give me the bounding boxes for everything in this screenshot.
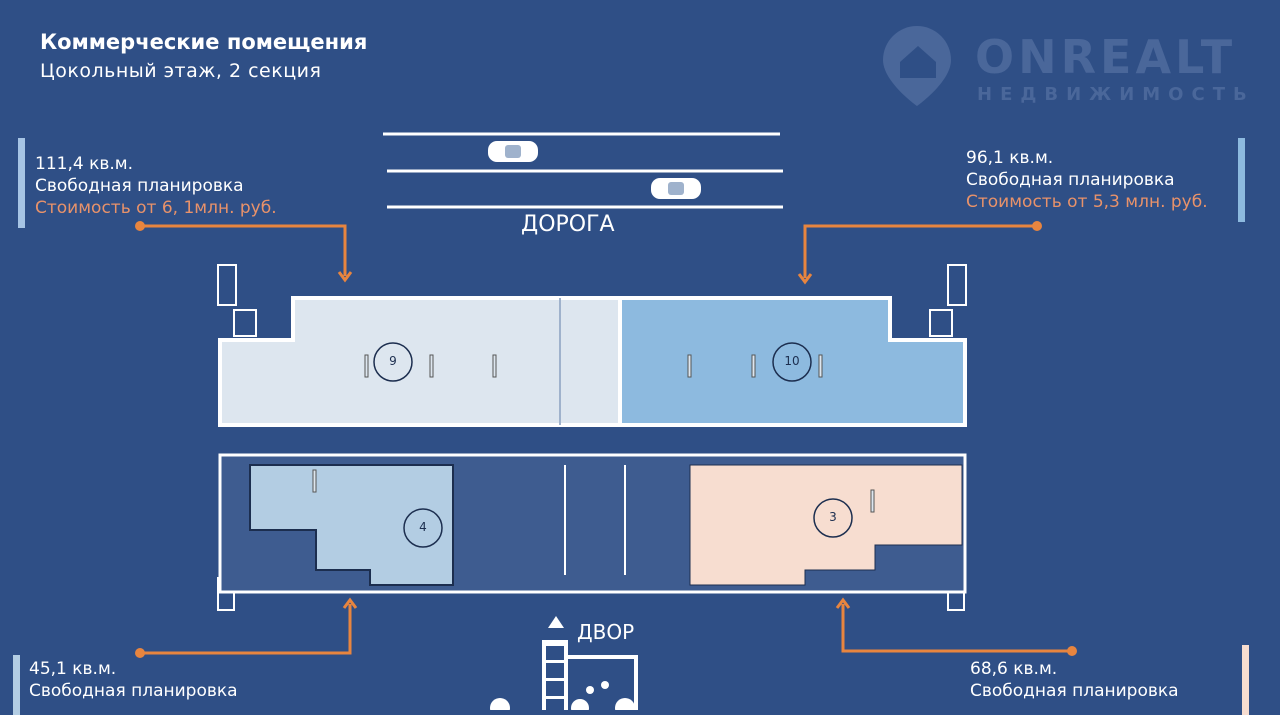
- leader-lines: [140, 224, 1072, 655]
- unit-area: 45,1 кв.м.: [29, 659, 117, 679]
- unit-price: Стоимость от 5,3 млн. руб.: [966, 192, 1208, 212]
- room-4[interactable]: [249, 464, 454, 586]
- unit-layout: Свободная планировка: [29, 681, 238, 701]
- unit-10-color-bar: [1238, 138, 1245, 222]
- unit-9-color-bar: [18, 138, 25, 228]
- unit-10-info: 96,1 кв.м. Свободная планировка Стоимост…: [966, 147, 1208, 213]
- room-3[interactable]: [689, 464, 963, 586]
- unit-layout: Свободная планировка: [966, 170, 1175, 190]
- logo-tagline: НЕДВИЖИМОСТЬ: [977, 84, 1255, 105]
- room-number-3: 3: [829, 510, 837, 524]
- room-number-10: 10: [784, 354, 800, 368]
- unit-area: 111,4 кв.м.: [35, 154, 133, 174]
- room-number-4: 4: [419, 520, 427, 534]
- page-subtitle: Цокольный этаж, 2 секция: [40, 60, 322, 82]
- unit-3-info: 68,6 кв.м. Свободная планировка: [970, 658, 1179, 702]
- room-number-9: 9: [389, 354, 397, 368]
- unit-area: 96,1 кв.м.: [966, 148, 1054, 168]
- logo-pin-icon: [883, 26, 951, 106]
- road: [383, 132, 783, 209]
- playground-icon: [490, 616, 638, 710]
- road-label: ДОРОГА: [521, 212, 615, 237]
- unit-4-color-bar: [13, 655, 20, 715]
- unit-3-color-bar: [1242, 645, 1249, 715]
- car-icon: [651, 178, 701, 199]
- unit-price: Стоимость от 6, 1млн. руб.: [35, 198, 277, 218]
- page-title: Коммерческие помещения: [40, 30, 368, 54]
- yard-label: ДВОР: [577, 620, 635, 644]
- car-icon: [488, 141, 538, 162]
- unit-4-info: 45,1 кв.м. Свободная планировка: [29, 658, 238, 702]
- room-10[interactable]: [618, 296, 967, 427]
- unit-layout: Свободная планировка: [970, 681, 1179, 701]
- unit-area: 68,6 кв.м.: [970, 659, 1058, 679]
- logo-name: ONREALT: [975, 30, 1237, 84]
- unit-9-info: 111,4 кв.м. Свободная планировка Стоимос…: [35, 153, 277, 219]
- unit-layout: Свободная планировка: [35, 176, 244, 196]
